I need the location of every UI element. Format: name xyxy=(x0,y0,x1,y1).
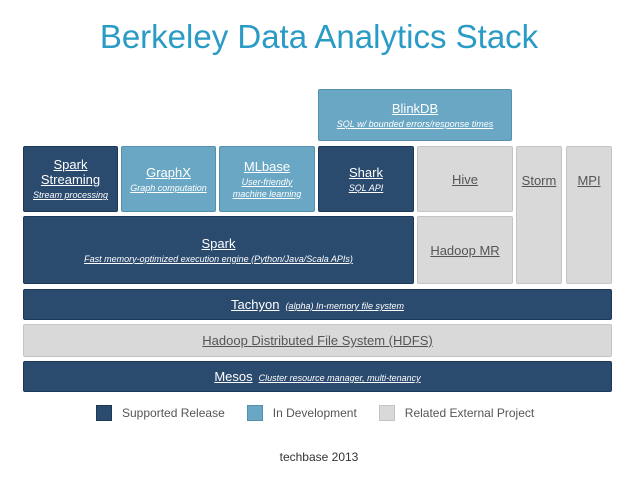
hadoop-mr-block: Hadoop MR xyxy=(417,216,513,284)
hive-label: Hive xyxy=(451,171,478,187)
spark-streaming-label-line2: Streaming xyxy=(40,172,101,187)
legend-swatch-in-development xyxy=(246,405,263,421)
tachyon-description: (alpha) In-memory file system xyxy=(285,301,404,311)
legend-swatch-external xyxy=(378,405,395,421)
mpi-block: MPI xyxy=(566,146,612,284)
mpi-label: MPI xyxy=(577,173,601,188)
shark-label: Shark xyxy=(349,164,383,180)
mlbase-description: User-friendly machine learning xyxy=(232,176,302,199)
legend-swatch-supported xyxy=(96,405,112,421)
spark-block: Spark Fast memory-optimized execution en… xyxy=(23,216,414,284)
spark-streaming-label-line1: Spark xyxy=(53,157,88,172)
hive-block: Hive xyxy=(417,146,513,212)
hadoop-mr-label: Hadoop MR xyxy=(430,242,500,258)
hdfs-block: Hadoop Distributed File System (HDFS) xyxy=(23,324,612,357)
mesos-block: Mesos Cluster resource manager, multi-te… xyxy=(23,361,612,392)
footer-text: techbase 2013 xyxy=(279,450,359,464)
tachyon-label: Tachyon xyxy=(231,297,280,312)
graphx-description: Graph computation xyxy=(130,182,207,193)
spark-label: Spark xyxy=(201,235,236,251)
blinkdb-description: SQL w/ bounded errors/response times xyxy=(336,118,494,129)
tachyon-block: Tachyon (alpha) In-memory file system xyxy=(23,289,612,320)
graphx-block: GraphX Graph computation xyxy=(121,146,216,212)
storm-label: Storm xyxy=(521,173,557,188)
legend-label-supported: Supported Release xyxy=(122,406,225,420)
blinkdb-block: BlinkDB SQL w/ bounded errors/response t… xyxy=(318,89,512,141)
mlbase-label: MLbase xyxy=(243,158,291,174)
mesos-description: Cluster resource manager, multi-tenancy xyxy=(258,373,421,383)
hdfs-label: Hadoop Distributed File System (HDFS) xyxy=(202,333,433,348)
legend: Supported Release In Development Related… xyxy=(96,405,556,421)
page-title: Berkeley Data Analytics Stack xyxy=(99,18,539,55)
shark-description: SQL API xyxy=(348,182,384,193)
spark-description: Fast memory-optimized execution engine (… xyxy=(84,253,353,264)
spark-streaming-description: Stream processing xyxy=(32,190,109,200)
storm-block: Storm xyxy=(516,146,562,284)
blinkdb-label: BlinkDB xyxy=(391,100,439,116)
spark-streaming-block: Spark Streaming Stream processing xyxy=(23,146,118,212)
shark-block: Shark SQL API xyxy=(318,146,414,212)
graphx-label: GraphX xyxy=(146,164,191,180)
legend-label-in-development: In Development xyxy=(272,406,357,420)
mlbase-block: MLbase User-friendly machine learning xyxy=(219,146,315,212)
legend-label-external: Related External Project xyxy=(404,406,535,420)
mesos-label: Mesos xyxy=(214,369,253,384)
